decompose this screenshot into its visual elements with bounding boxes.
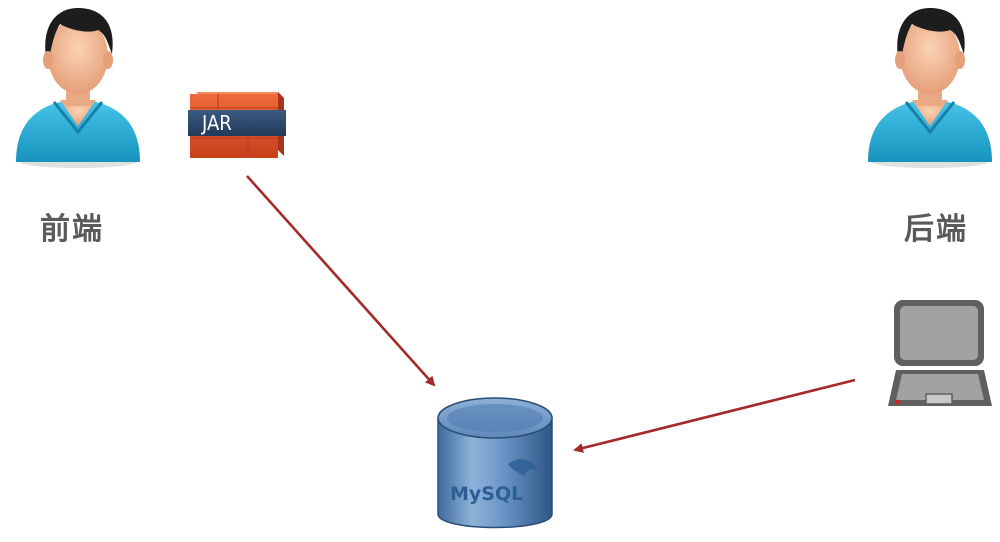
arrow-jar-to-database (246, 175, 436, 387)
jar-package-node: JAR (188, 88, 288, 160)
user-icon (16, 8, 140, 168)
mysql-label: MySQL (450, 483, 523, 505)
jar-package-icon: JAR (188, 92, 286, 158)
jar-label: JAR (201, 111, 232, 135)
user-icon (868, 8, 992, 168)
backend-user-node (860, 4, 1000, 170)
backend-label: 后端 (904, 212, 968, 247)
frontend-user-node (8, 4, 148, 170)
laptop-node (886, 298, 996, 410)
mysql-database-node: MySQL (434, 392, 556, 542)
laptop-icon (888, 300, 992, 406)
mysql-database-icon: MySQL (437, 397, 553, 529)
arrow-laptop-to-database (573, 378, 856, 453)
frontend-label: 前端 (40, 212, 104, 247)
